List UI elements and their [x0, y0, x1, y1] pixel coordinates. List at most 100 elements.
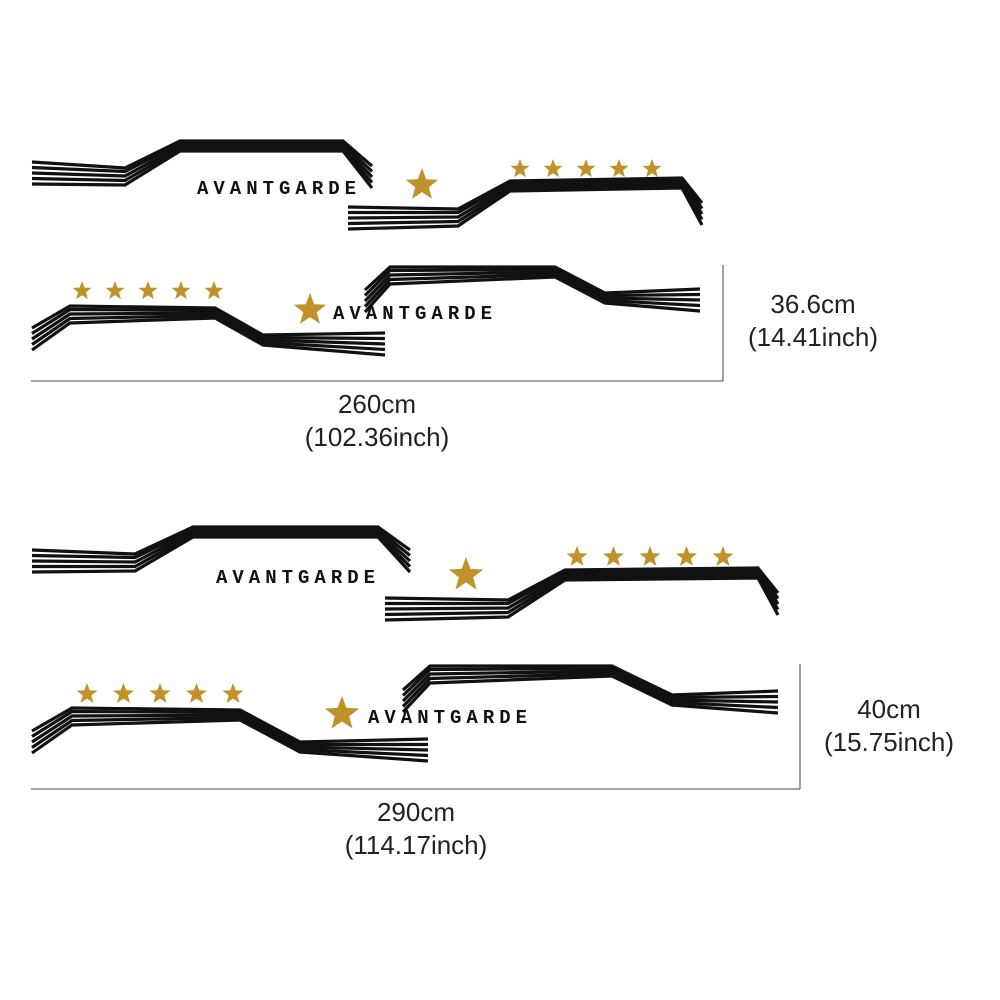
- star-icon: [566, 546, 588, 566]
- star-shape: [204, 281, 224, 300]
- stripe-line: [31, 713, 429, 752]
- stripe-line: [363, 275, 701, 314]
- stripe-line: [31, 718, 429, 763]
- stripe-line: [31, 311, 386, 346]
- stripe-line: [401, 671, 779, 710]
- stripe-line: [401, 674, 779, 715]
- star-icon: [105, 281, 125, 300]
- stripe-line: [401, 664, 779, 697]
- star-icon: [543, 159, 563, 178]
- star-shape: [72, 281, 92, 300]
- star-shape: [448, 557, 484, 590]
- stripe-graphic: [384, 566, 780, 622]
- stripe-line: [31, 715, 429, 758]
- decal-strip-lower-2: AVANTGARDE: [31, 664, 779, 763]
- star-shape: [642, 159, 662, 178]
- wordmark-text: AVANTGARDE: [333, 303, 497, 325]
- stripe-line: [347, 181, 704, 220]
- wordmark-text: AVANTGARDE: [368, 707, 532, 729]
- star-shape: [76, 683, 98, 703]
- star-row: [566, 546, 734, 566]
- stripe-graphic: [31, 706, 429, 763]
- star-shape: [639, 546, 661, 566]
- length-label-inch: (114.17inch): [345, 830, 488, 860]
- star-shape: [105, 281, 125, 300]
- length-label-inch: (102.36inch): [305, 422, 450, 452]
- stripe-line: [384, 566, 780, 602]
- decal-set-1: AVANTGARDE AVANTGARDE 36.6cm (14.41inch)…: [31, 139, 878, 452]
- height-label-inch: (15.75inch): [824, 727, 954, 757]
- stripe-line: [31, 313, 386, 352]
- stripe-graphic: [31, 304, 386, 357]
- star-shape: [324, 696, 360, 729]
- decal-strip-upper-2: AVANTGARDE: [31, 525, 780, 622]
- star-shape: [603, 546, 624, 566]
- stripe-graphic: [31, 525, 412, 574]
- stripe-line: [31, 525, 411, 556]
- stripe-graphic: [31, 139, 374, 189]
- stripe-line: [31, 535, 412, 574]
- wordmark-text: AVANTGARDE: [197, 178, 361, 200]
- star-icon: [72, 281, 92, 300]
- stripe-line: [385, 568, 780, 606]
- star-icon: [676, 546, 697, 566]
- star-row: [72, 281, 224, 300]
- star-icon: [76, 683, 98, 703]
- star-shape: [222, 683, 244, 703]
- star-shape: [609, 159, 629, 178]
- star-icon: [324, 696, 360, 729]
- star-shape: [676, 546, 697, 566]
- stripe-line: [348, 178, 704, 215]
- stripe-line: [401, 666, 779, 700]
- stripe-line: [31, 709, 428, 747]
- stripe-line: [32, 532, 412, 569]
- star-icon: [609, 159, 629, 178]
- decal-strip-lower-1: AVANTGARDE: [31, 265, 701, 357]
- star-icon: [204, 281, 224, 300]
- star-shape: [293, 293, 327, 324]
- star-icon: [603, 546, 624, 566]
- star-shape: [171, 281, 191, 300]
- star-icon: [405, 168, 439, 199]
- star-icon: [510, 159, 530, 178]
- star-row: [76, 683, 244, 703]
- stripe-line: [31, 307, 386, 341]
- stripe-line: [31, 304, 386, 337]
- star-icon: [293, 293, 327, 324]
- stripe-line: [31, 146, 374, 184]
- star-icon: [222, 683, 244, 703]
- star-icon: [642, 159, 662, 178]
- wordmark-text: AVANTGARDE: [216, 567, 380, 589]
- stripe-graphic: [347, 176, 704, 231]
- star-shape: [113, 683, 134, 703]
- stripe-graphic: [401, 664, 779, 715]
- stripe-line: [31, 139, 374, 170]
- star-shape: [510, 159, 530, 178]
- stripe-line: [31, 144, 374, 179]
- stripe-graphic: [363, 265, 701, 314]
- star-row: [510, 159, 662, 178]
- height-label: 40cm: [857, 694, 921, 724]
- length-label: 260cm: [338, 389, 416, 419]
- stripe-line: [401, 669, 779, 704]
- star-shape: [566, 546, 588, 566]
- decal-set-2: AVANTGARDE AVANTGARDE 40cm (15.75inch) 2…: [31, 525, 954, 860]
- star-shape: [138, 281, 158, 300]
- length-label: 290cm: [377, 797, 455, 827]
- stripe-line: [347, 183, 704, 226]
- star-icon: [149, 683, 171, 703]
- stripe-line: [31, 149, 374, 189]
- star-icon: [113, 683, 134, 703]
- stripe-line: [384, 576, 780, 622]
- stripe-line: [384, 571, 780, 611]
- stripe-line: [31, 530, 412, 564]
- height-label-inch: (14.41inch): [748, 322, 878, 352]
- star-icon: [171, 281, 191, 300]
- star-shape: [543, 159, 563, 178]
- stripe-line: [31, 141, 374, 174]
- stripe-line: [31, 706, 429, 744]
- star-shape: [405, 168, 439, 199]
- stripe-line: [363, 270, 701, 303]
- stripe-line: [31, 527, 412, 560]
